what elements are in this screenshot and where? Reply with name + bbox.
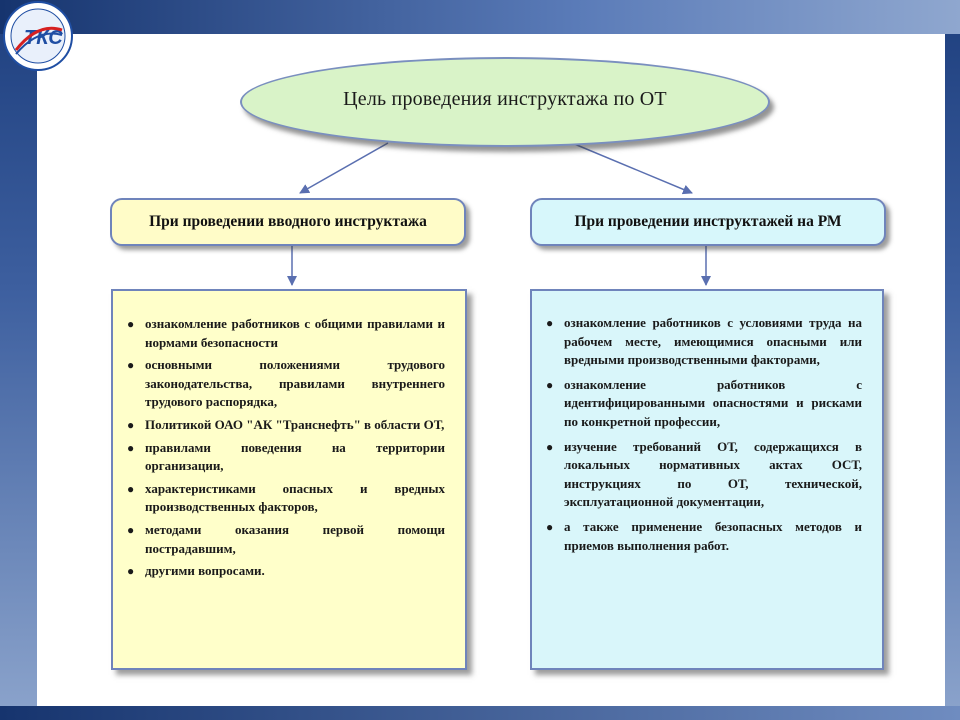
list-item: ●другими вопросами. [127, 562, 445, 581]
workplace-list: ●ознакомление работников с условиями тру… [546, 314, 862, 555]
introductory-list-box: ●ознакомление работников с общими правил… [111, 289, 467, 670]
header-introductory: При проведении вводного инструктажа [110, 198, 466, 246]
list-item: ●методами оказания первой помощи пострад… [127, 521, 445, 556]
bullet-icon: ● [127, 358, 135, 373]
bullet-icon: ● [127, 481, 135, 496]
list-item: ●а также применение безопасных методов и… [546, 518, 862, 553]
bullet-icon: ● [127, 440, 135, 455]
list-item: ●характеристиками опасных и вредных прои… [127, 480, 445, 515]
bullet-icon: ● [127, 417, 135, 432]
list-item: ●ознакомление работников с идентифициров… [546, 376, 862, 429]
list-item: ●основными положениями трудового законод… [127, 357, 445, 410]
slide-top-band [0, 0, 960, 34]
list-item: ●правилами поведения на территории орган… [127, 439, 445, 474]
workplace-list-box: ●ознакомление работников с условиями тру… [530, 289, 884, 670]
bullet-icon: ● [546, 519, 554, 534]
bullet-icon: ● [127, 522, 135, 537]
bullet-icon: ● [546, 316, 554, 330]
goal-title: Цель проведения инструктажа по ОТ [343, 87, 667, 110]
header-introductory-label: При проведении вводного инструктажа [149, 213, 427, 230]
bullet-icon: ● [546, 377, 554, 392]
slide-bottom-band [0, 706, 960, 720]
list-item: ●ознакомление работников с условиями тру… [546, 315, 862, 368]
list-item: ●ознакомление работников с общими правил… [127, 316, 445, 350]
bullet-icon: ● [546, 439, 554, 454]
bullet-icon: ● [127, 317, 135, 331]
organization-emblem-icon: ТКС [3, 1, 73, 71]
goal-ellipse: Цель проведения инструктажа по ОТ [240, 57, 770, 147]
list-item: ●изучение требований ОТ, содержащихся в … [546, 438, 862, 510]
list-item: ●Политикой ОАО "АК "Транснефть" в област… [127, 416, 445, 435]
header-workplace-label: При проведении инструктажей на РМ [574, 213, 842, 230]
introductory-list: ●ознакомление работников с общими правил… [127, 315, 445, 581]
header-workplace: При проведении инструктажей на РМ [530, 198, 886, 246]
bullet-icon: ● [127, 564, 135, 579]
